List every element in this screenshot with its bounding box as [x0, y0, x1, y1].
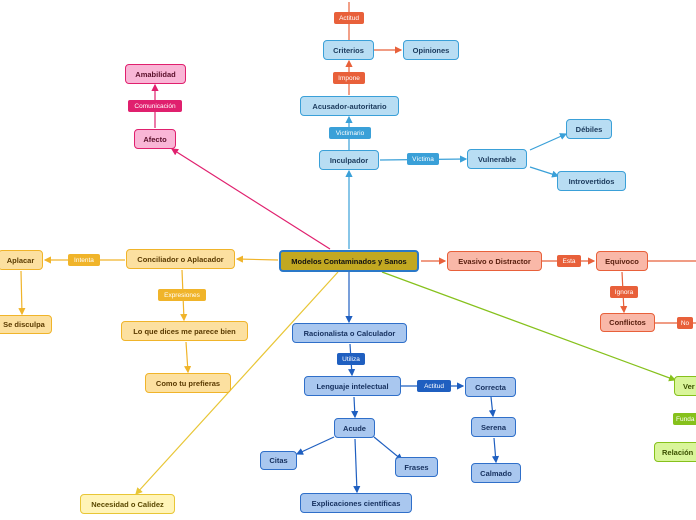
- label-actitud-top: Actitud: [334, 12, 364, 24]
- connector: [235, 255, 279, 263]
- connector: [170, 148, 331, 250]
- node-ver[interactable]: Ver: [674, 376, 696, 396]
- node-acusador-autoritario[interactable]: Acusador-autoritario: [300, 96, 399, 116]
- connector: [529, 133, 568, 151]
- node-acude[interactable]: Acude: [334, 418, 375, 438]
- node-se-disculpa[interactable]: Se disculpa: [0, 315, 52, 334]
- connector: [351, 396, 359, 419]
- node-debiles[interactable]: Débiles: [566, 119, 612, 139]
- connector: [488, 396, 496, 418]
- node-amabilidad[interactable]: Amabilidad: [125, 64, 186, 84]
- node-equivoco[interactable]: Equivoco: [596, 251, 648, 271]
- label-comunicacion: Comunicación: [128, 100, 182, 112]
- node-aplacar[interactable]: Aplacar: [0, 250, 43, 270]
- label-funda: Funda: [673, 413, 696, 425]
- node-introvertidos[interactable]: Introvertidos: [557, 171, 626, 191]
- node-correcta[interactable]: Correcta: [465, 377, 516, 397]
- label-actitud: Actitud: [417, 380, 451, 392]
- node-explicaciones-cientificas[interactable]: Explicaciones científicas: [300, 493, 412, 513]
- node-serena[interactable]: Serena: [471, 417, 516, 437]
- node-afecto[interactable]: Afecto: [134, 129, 176, 149]
- connector: [381, 271, 677, 382]
- central-topic[interactable]: Modelos Contaminados y Sanos: [279, 250, 419, 272]
- node-citas[interactable]: Citas: [260, 451, 297, 470]
- label-ignora: Ignora: [610, 286, 638, 298]
- node-racionalista-calculador[interactable]: Racionalista o Calculador: [292, 323, 407, 343]
- connector: [18, 270, 26, 316]
- node-vulnerable[interactable]: Vulnerable: [467, 149, 527, 169]
- label-victimario: Victimario: [329, 127, 371, 139]
- node-como-prefieras[interactable]: Como tu prefieras: [145, 373, 231, 393]
- node-necesidad-calidez[interactable]: Necesidad o Calidez: [80, 494, 175, 514]
- node-criterios[interactable]: Criterios: [323, 40, 374, 60]
- node-lo-que-dices[interactable]: Lo que dices me parece bien: [121, 321, 248, 341]
- connector: [184, 341, 192, 374]
- node-evasivo-distractor[interactable]: Evasivo o Distractor: [447, 251, 542, 271]
- node-lenguaje-intelectual[interactable]: Lenguaje intelectual: [304, 376, 401, 396]
- label-intenta: Intenta: [68, 254, 100, 266]
- label-victima: Víctima: [407, 153, 439, 165]
- label-expresiones: Expresiones: [158, 289, 206, 301]
- connector: [353, 438, 361, 494]
- label-no: No: [677, 317, 693, 329]
- label-esta: Esta: [557, 255, 581, 267]
- node-relacion[interactable]: Relación: [654, 442, 696, 462]
- connector: [529, 166, 560, 178]
- connector: [135, 271, 339, 495]
- node-inculpador[interactable]: Inculpador: [319, 150, 379, 170]
- label-utiliza: Utiliza: [337, 353, 365, 365]
- connector: [491, 437, 500, 464]
- label-impone: Impone: [333, 72, 365, 84]
- node-conflictos[interactable]: Conflictos: [600, 313, 655, 332]
- node-frases[interactable]: Frases: [395, 457, 438, 477]
- node-calmado[interactable]: Calmado: [471, 463, 521, 483]
- node-conciliador-aplacador[interactable]: Conciliador o Aplacador: [126, 249, 235, 269]
- connector: [373, 436, 403, 461]
- connector: [295, 436, 335, 455]
- node-opiniones[interactable]: Opiniones: [403, 40, 459, 60]
